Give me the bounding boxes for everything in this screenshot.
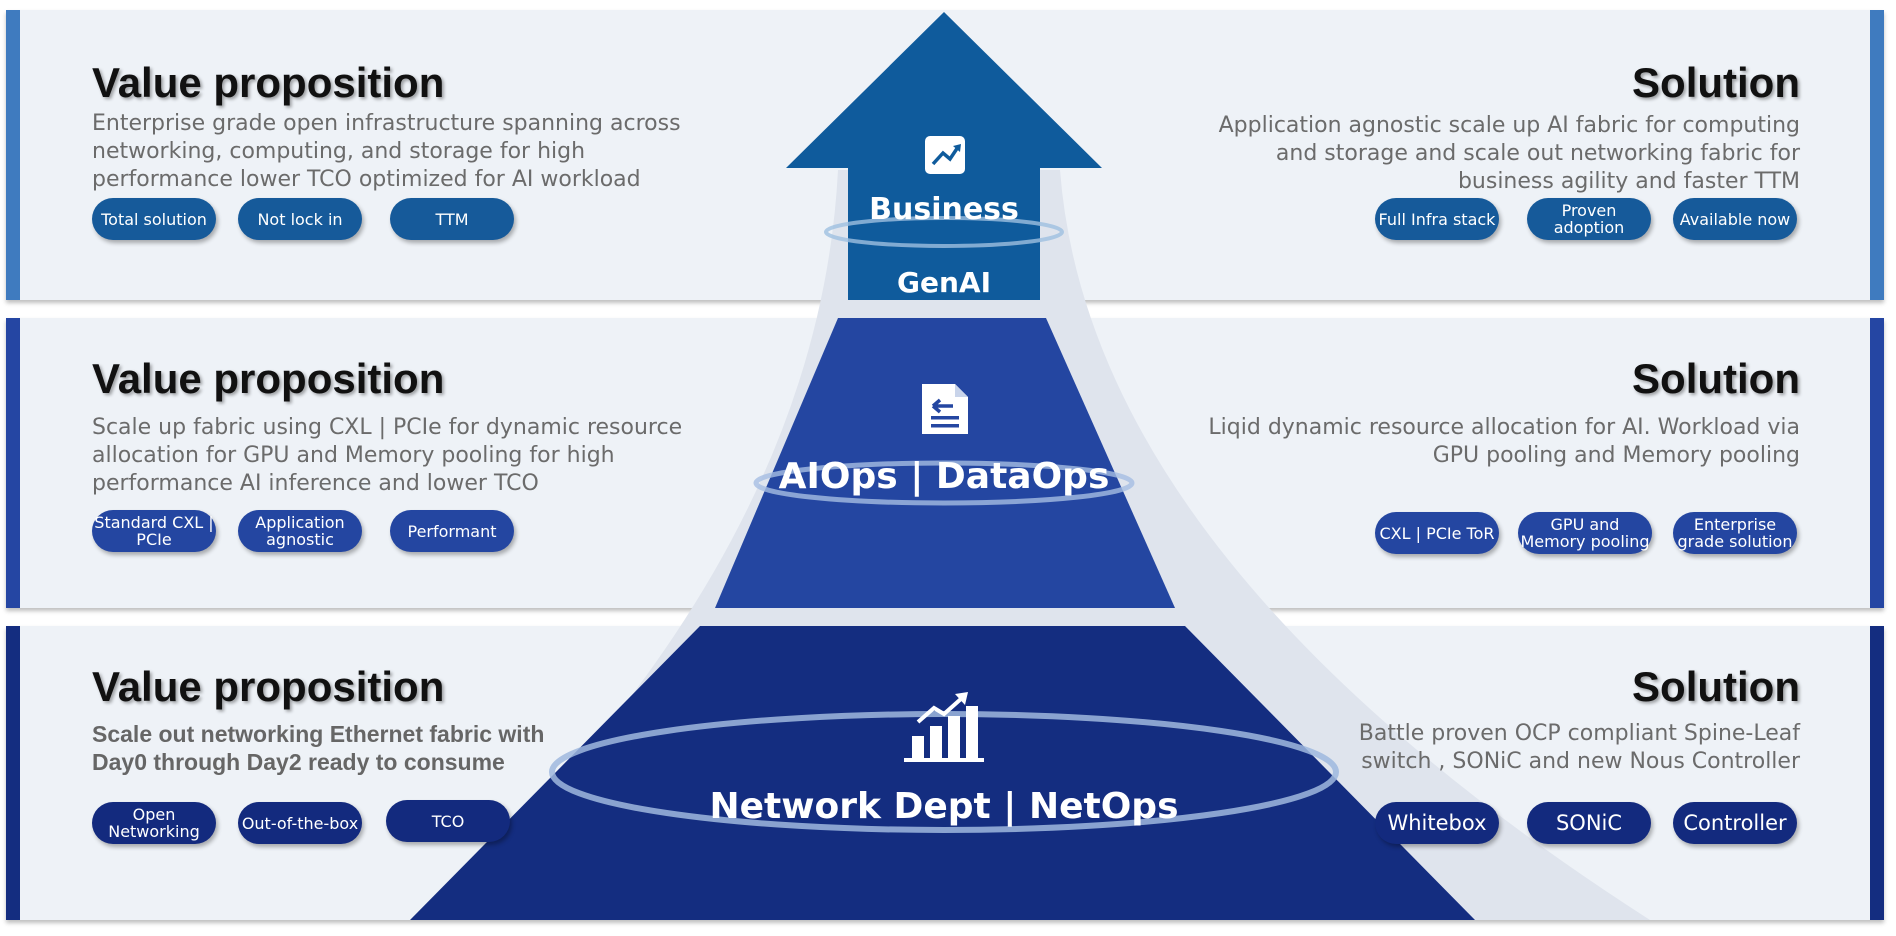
tier-label-netops: Network Dept | NetOps [709, 786, 1179, 827]
solution-title-business: Solution [1632, 59, 1800, 106]
solution-title-netops: Solution [1632, 663, 1800, 710]
value-pill-performant: Performant [390, 510, 514, 552]
pyramid-base [410, 626, 1475, 920]
value-pill-tco: TCO [386, 800, 510, 842]
solution-pill-cxl-pcie-tor: CXL | PCIe ToR [1375, 512, 1499, 554]
tier-sublabel-genai: GenAI [897, 266, 991, 299]
solution-desc-business: Application agnostic scale up AI fabric … [1218, 113, 1800, 194]
value-pill-standard-cxl-pcie: Standard CXL | PCIe [92, 510, 216, 552]
trend-chart-icon [925, 136, 965, 174]
document-import-icon [922, 384, 968, 434]
value-desc-business: Enterprise grade open infrastructure spa… [92, 111, 681, 192]
value-pill-total-solution: Total solution [92, 198, 216, 240]
solution-pill-enterprise-grade: Enterprise grade solution [1673, 512, 1797, 554]
solution-title-aiops: Solution [1632, 355, 1800, 402]
value-pill-ttm: TTM [390, 198, 514, 240]
growth-bars-icon [904, 692, 984, 762]
value-desc-netops: Scale out networking Ethernet fabric wit… [92, 721, 545, 775]
value-pill-not-lock-in: Not lock in [238, 198, 362, 240]
solution-pill-controller: Controller [1673, 802, 1797, 844]
solution-pill-available-now: Available now [1673, 198, 1797, 240]
ring-aiops [753, 460, 1135, 506]
tier-label-aiops: AIOps | DataOps [778, 456, 1110, 497]
value-pill-out-of-the-box: Out-of-the-box [238, 802, 362, 844]
value-title-business: Value proposition [92, 59, 445, 106]
value-pill-application-agnostic: Application agnostic [238, 510, 362, 552]
value-title-netops: Value proposition [92, 663, 445, 710]
solution-desc-aiops: Liqid dynamic resource allocation for AI… [1208, 415, 1800, 468]
ring-business [824, 216, 1064, 248]
solution-pill-sonic: SONiC [1527, 802, 1651, 844]
solution-pill-gpu-memory-pooling: GPU and Memory pooling [1518, 512, 1652, 554]
solution-pill-full-infra-stack: Full Infra stack [1375, 198, 1499, 240]
value-title-aiops: Value proposition [92, 355, 445, 402]
tier-label-business: Business [869, 192, 1019, 227]
solution-pill-proven-adoption: Proven adoption [1527, 198, 1651, 240]
value-pill-open-networking: Open Networking [92, 802, 216, 844]
solution-desc-netops: Battle proven OCP compliant Spine-Leaf s… [1358, 721, 1800, 774]
value-desc-aiops: Scale up fabric using CXL | PCIe for dyn… [92, 415, 683, 496]
solution-pill-whitebox: Whitebox [1375, 802, 1499, 844]
